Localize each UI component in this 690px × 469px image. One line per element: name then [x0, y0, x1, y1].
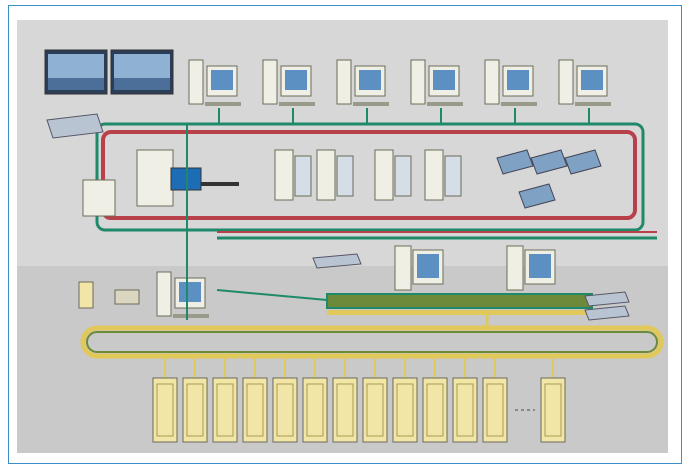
server-unit [294, 155, 312, 197]
printer [82, 179, 116, 217]
network-switch [46, 113, 104, 139]
field-switch [312, 253, 362, 269]
io-cabinet-door [276, 383, 294, 437]
workstation-tower [558, 59, 574, 105]
cluster-monitor [496, 149, 534, 175]
operator-workstation [410, 59, 463, 124]
server-unit [336, 155, 354, 197]
field-station-link [216, 289, 328, 301]
engineering-keyboard [201, 182, 239, 186]
workstation-tower [484, 59, 500, 105]
video-wall-screen [48, 54, 104, 78]
server-unit [444, 155, 462, 197]
io-cabinet-door [366, 383, 384, 437]
plant-network-bus [326, 293, 593, 309]
field-station-screen [529, 254, 551, 278]
io-cabinet-door [396, 383, 414, 437]
server-tower [374, 149, 394, 201]
workstation-keyboard [353, 102, 389, 106]
io-cabinet-door [486, 383, 504, 437]
operator-workstation [188, 59, 241, 124]
cluster-monitor [564, 149, 602, 175]
io-cabinet-door [336, 383, 354, 437]
io-cabinet-door [306, 383, 324, 437]
workstation-screen [285, 70, 307, 90]
gateway-switch-b [584, 305, 630, 321]
io-cabinet-door [216, 383, 234, 437]
field-ups [78, 281, 94, 309]
video-wall-screen [114, 54, 170, 78]
monitor-cluster [496, 149, 602, 209]
fieldbus-ring-olive [86, 331, 658, 353]
network-diagram [44, 49, 664, 443]
engineering-cabinet [136, 149, 174, 207]
cluster-monitor [530, 149, 568, 175]
workstation-keyboard [279, 102, 315, 106]
operator-workstations [188, 59, 611, 124]
workstation-keyboard [205, 102, 241, 106]
field-operator-station [394, 245, 444, 291]
control-network-ring-green [95, 122, 645, 232]
workstation-tower [336, 59, 352, 105]
workstation-keyboard [501, 102, 537, 106]
server-tower [274, 149, 294, 201]
fieldbus-ring-yellow [80, 325, 664, 359]
field-operator-station [506, 245, 556, 291]
workstation-keyboard [427, 102, 463, 106]
workstation-screen [359, 70, 381, 90]
workstation-screen [433, 70, 455, 90]
io-cabinet-door [426, 383, 444, 437]
server-tower [424, 149, 444, 201]
gateway-switch-a [584, 291, 630, 307]
operator-workstation [336, 59, 389, 124]
io-cabinet-door [246, 383, 264, 437]
workstation-tower [156, 271, 172, 317]
io-cabinets [152, 356, 566, 443]
operator-workstation [558, 59, 611, 124]
video-wall-screen-lower [114, 78, 170, 90]
server-tower [316, 149, 336, 201]
field-station-tower [394, 245, 412, 291]
workstation-tower [262, 59, 278, 105]
operator-workstation [484, 59, 537, 124]
workstation-screen [211, 70, 233, 90]
field-printer [114, 289, 140, 305]
io-cabinet-door [456, 383, 474, 437]
cluster-monitor [518, 183, 556, 209]
io-cabinet-door [156, 383, 174, 437]
workstation-keyboard [575, 102, 611, 106]
plant-network-bus-secondary [327, 310, 592, 315]
diagram-canvas [17, 20, 668, 453]
control-network-ring-red [101, 130, 637, 220]
workstation-screen [507, 70, 529, 90]
field-station-screen [417, 254, 439, 278]
video-wall-screen-lower [48, 78, 104, 90]
server-unit [394, 155, 412, 197]
workstation-screen [179, 282, 201, 302]
operator-workstation [262, 59, 315, 124]
field-control-stations [78, 124, 630, 328]
field-workstation-left [156, 124, 209, 320]
field-station-tower [506, 245, 524, 291]
engineering-station [82, 149, 239, 217]
video-wall [44, 49, 174, 95]
workstation-tower [188, 59, 204, 105]
io-cabinet-door [186, 383, 204, 437]
application-servers [274, 149, 462, 201]
workstation-tower [410, 59, 426, 105]
workstation-screen [581, 70, 603, 90]
workstation-keyboard [173, 314, 209, 318]
io-cabinet-door [544, 383, 562, 437]
